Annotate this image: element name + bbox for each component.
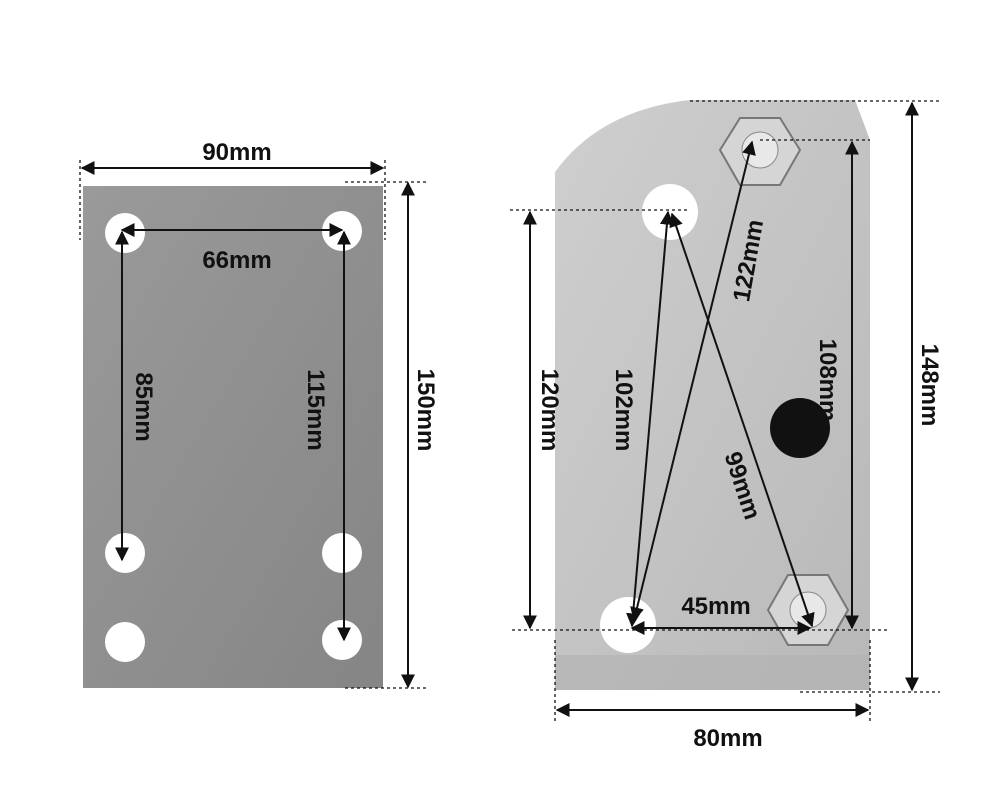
hole (600, 597, 656, 653)
left-plate: 90mm 66mm 85mm 115mm 150mm (79, 139, 439, 689)
dimension-line (669, 212, 815, 628)
bottom-spacing-label: 45mm (681, 593, 750, 620)
right-plate: 120mm 102mm 122mm 108mm 148mm 99mm 45mm … (510, 100, 943, 752)
hole (322, 533, 362, 573)
height-label: 150mm (412, 369, 439, 452)
hole-outer-vertical-label: 115mm (302, 369, 329, 450)
hole (642, 184, 698, 240)
hole (322, 620, 362, 660)
width-label: 90mm (202, 139, 271, 166)
right-vertical-label: 108mm (814, 339, 841, 422)
width-label: 80mm (693, 725, 762, 752)
left-plate-body (83, 186, 383, 688)
diagonal-a-label: 102mm (610, 369, 637, 452)
hole (105, 213, 145, 253)
left-plate-holes (105, 211, 362, 662)
hole-vertical-label: 85mm (130, 372, 157, 441)
hole-spacing-label: 66mm (202, 247, 271, 274)
height-label: 148mm (916, 344, 943, 427)
hole (105, 622, 145, 662)
hole (105, 533, 145, 573)
height-left-label: 120mm (536, 369, 563, 452)
